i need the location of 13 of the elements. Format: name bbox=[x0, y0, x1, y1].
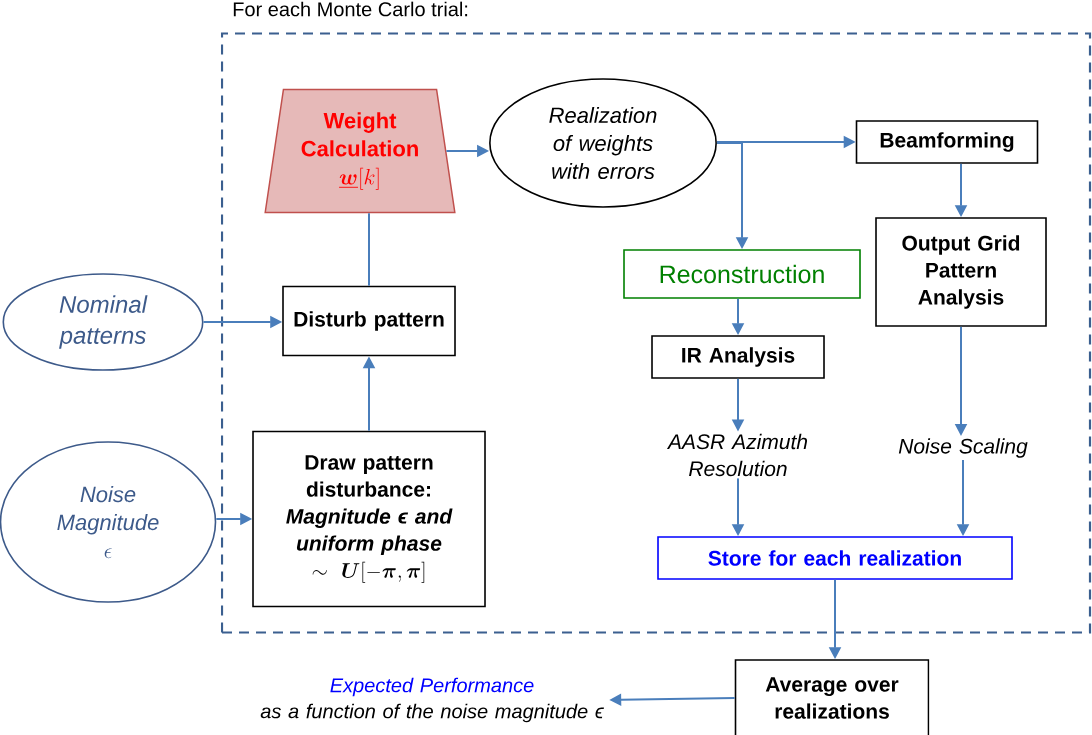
trapezoid-box: Weight Calculation $\underline{\boldsymbol{w}}[k]$ bbox=[264, 88, 456, 214]
process-box: Disturb pattern bbox=[282, 285, 456, 357]
process-box: Reconstruction bbox=[623, 249, 861, 299]
result-text: Expected Performance as a function of the noise magnitude ϵ bbox=[260, 677, 604, 723]
process-box: Beamforming bbox=[855, 120, 1039, 164]
process-box: Store for each realization bbox=[657, 536, 1013, 580]
process-box: Draw pattern disturbance: Magnitude ϵ and uniform phase $\sim \boldsymbol{U}[-\boldsymbol{\pi},\boldsymbol{\pi}]$ bbox=[252, 430, 486, 608]
result-text: AASR Azimuth Resolution bbox=[666, 433, 808, 477]
process-box: Output Grid Pattern Analysis bbox=[875, 217, 1047, 327]
process-box: Average over realizations bbox=[734, 659, 930, 735]
process-box: IR Analysis bbox=[651, 335, 825, 379]
node-label: For each Monte Carlo trial: bbox=[233, 1, 468, 17]
result-text: Noise Scaling bbox=[898, 438, 1028, 458]
